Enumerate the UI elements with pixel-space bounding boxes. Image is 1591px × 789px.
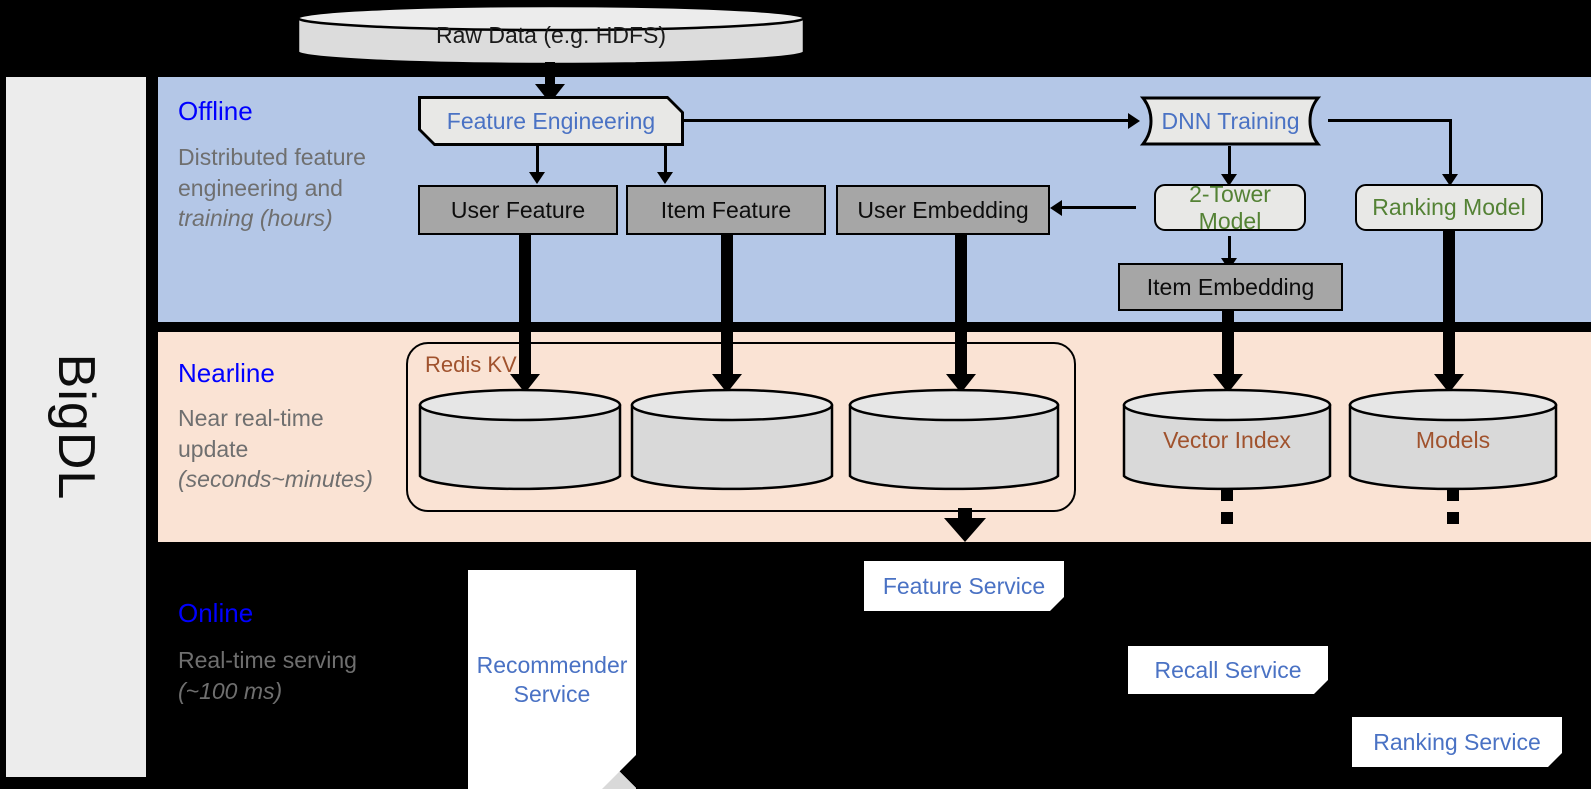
edge-ranking-model-to-models-arrow [1434, 374, 1464, 393]
item-feature-store-shape [630, 388, 834, 491]
edge-dnn-to-ranking-h [1328, 119, 1452, 122]
band-subtitle-nearline-text: Near real-time update [178, 405, 324, 462]
user-embedding-store-shape [848, 388, 1060, 491]
feature-service-body [864, 561, 1064, 611]
band-subtitle-offline-text: Distributed feature engineering and [178, 144, 366, 201]
raw-data-cylinder-shape [296, 4, 806, 66]
edge-item-embedding-to-vector-index [1222, 311, 1234, 377]
recommender-service-body [468, 570, 636, 789]
edge-fe-to-user-feature-arrow [529, 172, 545, 184]
band-subtitle-nearline: Near real-time update (seconds~minutes) [178, 403, 393, 495]
recall-service-body [1128, 646, 1328, 694]
edge-dnn-to-two-tower [1228, 146, 1231, 176]
edge-fe-to-dnn-arrow [1128, 113, 1140, 129]
dnn-training-shape [1139, 96, 1322, 146]
edge-fe-to-item-feature-arrow [657, 172, 673, 184]
user-feature-store-label [418, 388, 622, 493]
user-feature-node[interactable]: User Feature [418, 185, 618, 235]
recommender-service-label: Recommender Service [476, 651, 628, 707]
user-embedding-store-cylinder[interactable] [848, 388, 1060, 493]
edge-fe-to-dnn [684, 119, 1131, 122]
dnn-training-node[interactable]: DNN Training [1133, 96, 1328, 146]
edge-dnn-to-ranking-arrow [1442, 174, 1458, 186]
item-embedding-node[interactable]: Item Embedding [1118, 263, 1343, 311]
models-cylinder[interactable]: Models [1348, 388, 1558, 493]
edge-rawdata-to-fe [545, 62, 555, 86]
edge-item-feature-to-store [721, 235, 733, 377]
band-subtitle-offline-em: training (hours) [178, 205, 333, 232]
feature-engineering-node[interactable]: Feature Engineering [418, 96, 684, 146]
edge-vector-index-dot-1 [1221, 489, 1233, 501]
band-subtitle-online: Real-time serving (~100 ms) [178, 645, 393, 706]
band-subtitle-nearline-em: (seconds~minutes) [178, 466, 373, 493]
edge-item-feature-to-store-arrow [712, 374, 742, 393]
band-subtitle-offline: Distributed feature engineering and trai… [178, 142, 393, 234]
recommender-service-node[interactable]: Recommender Service [468, 570, 636, 789]
user-embedding-store-label [848, 388, 1060, 493]
dnn-training-label: DNN Training [1161, 107, 1300, 134]
edge-two-tower-to-item-embedding [1228, 236, 1231, 260]
edge-models-dot-1 [1447, 489, 1459, 501]
models-label: Models [1415, 427, 1491, 453]
edge-two-tower-to-user-embedding [1062, 206, 1136, 209]
band-title-online: Online [178, 598, 254, 628]
edge-item-embedding-to-vector-index-arrow [1213, 374, 1243, 393]
user-feature-store-cylinder[interactable] [418, 388, 622, 493]
ranking-service-body [1352, 717, 1562, 767]
edge-fe-to-user-feature [536, 146, 539, 174]
models-shape [1348, 388, 1558, 491]
two-tower-model-node[interactable]: 2-Tower Model [1154, 181, 1306, 234]
feature-engineering-label: Feature Engineering [421, 99, 681, 143]
item-feature-node[interactable]: Item Feature [626, 185, 826, 235]
edge-dnn-to-two-tower-arrow [1221, 174, 1237, 186]
ranking-service-node[interactable]: Ranking Service [1352, 717, 1562, 767]
edge-two-tower-to-user-embedding-arrow [1050, 200, 1062, 216]
item-feature-store-label [630, 388, 834, 493]
vector-index-cylinder[interactable]: Vector Index [1122, 388, 1332, 493]
band-subtitle-online-text: Real-time serving [178, 647, 357, 673]
edge-dnn-to-ranking-v [1449, 119, 1452, 176]
band-subtitle-online-em: (~100 ms) [178, 677, 283, 704]
edge-vector-index-dot-2 [1221, 512, 1233, 524]
band-title-nearline: Nearline [178, 358, 275, 388]
feature-service-label: Feature Service [882, 572, 1046, 599]
edge-user-feature-to-store-arrow [510, 374, 540, 393]
item-feature-store-cylinder[interactable] [630, 388, 834, 493]
user-embedding-node[interactable]: User Embedding [836, 185, 1050, 235]
edge-models-dot-2 [1447, 512, 1459, 524]
recall-service-label: Recall Service [1154, 656, 1302, 683]
feature-service-node[interactable]: Feature Service [864, 561, 1064, 611]
vector-index-label: Vector Index [1163, 427, 1291, 453]
edge-fe-to-item-feature [664, 146, 667, 174]
redis-kv-label: Redis KV [425, 352, 517, 377]
band-title-offline: Offline [178, 96, 253, 126]
ranking-service-label: Ranking Service [1373, 728, 1541, 755]
recall-service-node[interactable]: Recall Service [1128, 646, 1328, 694]
redis-kv-group [406, 342, 1076, 512]
edge-user-feature-to-store [519, 235, 531, 377]
user-feature-store-shape [418, 388, 622, 491]
vector-index-shape [1122, 388, 1332, 491]
edge-ranking-model-to-models [1443, 231, 1455, 377]
edge-user-embedding-to-store [955, 235, 967, 377]
edge-feature-store-to-feature-service-arrow [944, 518, 986, 542]
bigdl-label: BigDL [47, 353, 105, 501]
edge-user-embedding-to-store-arrow [946, 374, 976, 393]
ranking-model-node[interactable]: Ranking Model [1355, 184, 1543, 231]
raw-data-cylinder: Raw Data (e.g. HDFS) [296, 4, 806, 66]
bigdl-rail: BigDL [6, 77, 146, 777]
raw-data-label: Raw Data (e.g. HDFS) [435, 21, 667, 48]
